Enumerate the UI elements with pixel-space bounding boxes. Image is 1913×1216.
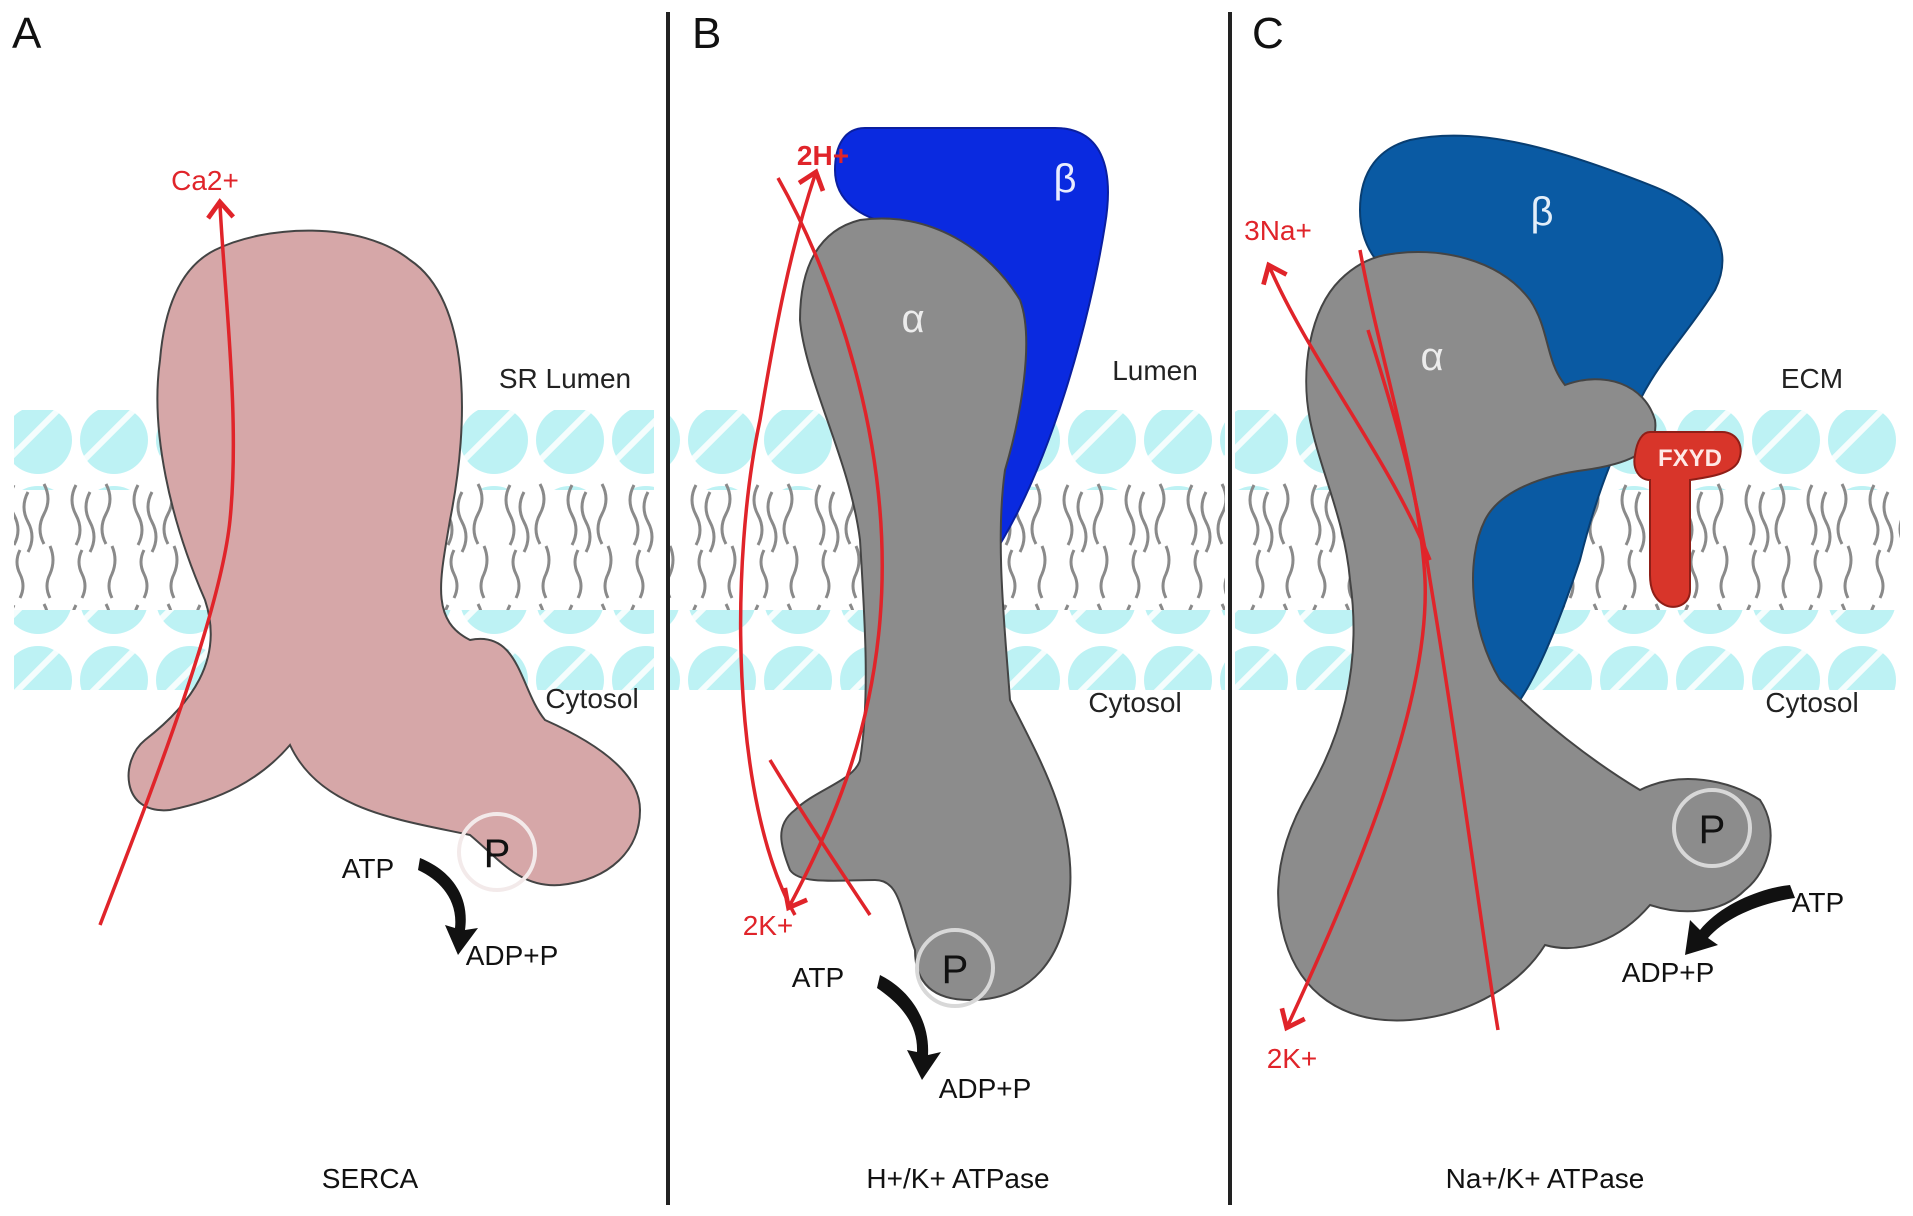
atp-label-a: ATP [342,853,394,884]
phosphate-label-a: P [484,832,511,876]
phosphate-circle-b [915,928,995,1008]
phosphate-label-b: P [942,948,969,992]
side-bottom-label-b: Cytosol [1088,687,1181,718]
panel-name-c: Na+/K+ ATPase [1446,1163,1645,1194]
h-ion-label: 2H+ [797,140,849,171]
atp-label-b: ATP [792,962,844,993]
k-ion-label-c: 2K+ [1267,1043,1318,1074]
side-bottom-label-c: Cytosol [1765,687,1858,718]
ca-ion-label: Ca2+ [171,165,239,196]
side-bottom-label-a: Cytosol [545,683,638,714]
atp-arrow-a [418,858,478,955]
adp-label-b: ADP+P [939,1073,1032,1104]
hk-alpha-subunit [780,217,1072,1002]
atp-arrow-c [1685,885,1795,955]
na-ion-label: 3Na+ [1244,215,1312,246]
na-ion-arrow [1261,261,1432,561]
phosphate-circle-c [1672,788,1752,868]
phosphate-circle-a [457,812,537,892]
beta-label-b: β [1053,157,1076,201]
fxyd-subunit [1633,431,1742,608]
alpha-label-b: α [901,297,924,341]
beta-label-c: β [1530,190,1553,234]
k-ion-path-b [776,177,884,912]
adp-label-c: ADP+P [1622,957,1715,988]
atp-label-c: ATP [1792,887,1844,918]
adp-label-a: ADP+P [466,940,559,971]
panel-letter-c: C [1252,9,1284,58]
panel-letter-a: A [12,9,42,58]
side-top-label-a: SR Lumen [499,363,631,394]
panel-letter-b: B [692,9,721,58]
atp-arrow-b [877,975,941,1080]
k-ion-label-b: 2K+ [743,910,794,941]
na-ion-path [1366,329,1500,1031]
fxyd-label: FXYD [1658,445,1722,472]
panel-name-a: SERCA [322,1163,419,1194]
side-top-label-b: Lumen [1112,355,1198,386]
ca-ion-path [98,198,236,926]
panel-name-b: H+/K+ ATPase [866,1163,1049,1194]
phosphate-label-c: P [1699,808,1726,852]
alpha-label-c: α [1420,335,1443,379]
k-ion-tail-b [768,759,872,916]
k-ion-path-c [1279,249,1427,1032]
h-ion-path [738,168,826,916]
side-top-label-c: ECM [1781,363,1843,394]
